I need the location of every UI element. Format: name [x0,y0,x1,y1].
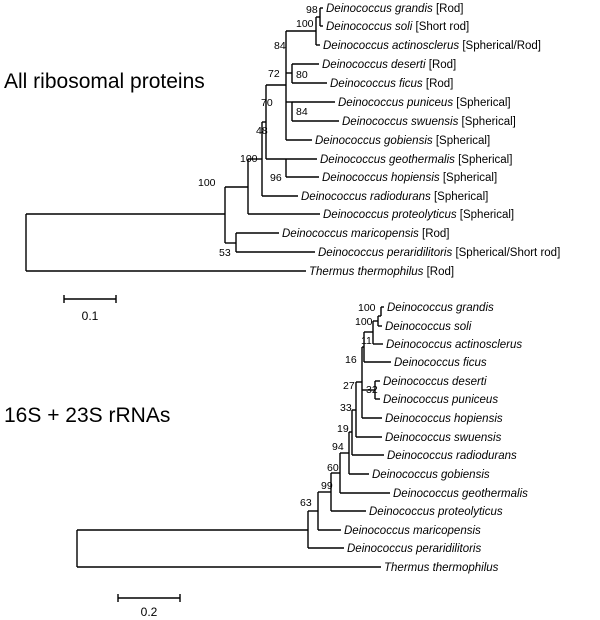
scale-bar-label: 0.1 [82,309,99,323]
taxon-label: Deinococcus actinosclerus [Spherical/Rod… [323,40,541,52]
taxon-label: Thermus thermophilus [384,562,499,574]
taxon-label: Deinococcus deserti [Rod] [322,59,456,71]
bootstrap-values-ribosomal: 98 100 84 80 72 84 70 48 96 100 100 53 [198,4,318,259]
bootstrap-value: 100 [355,316,373,328]
taxon-label: Deinococcus radiodurans [Spherical] [301,191,488,203]
taxon-label: Deinococcus swuensis [Spherical] [342,116,516,128]
bootstrap-value: 60 [327,462,339,474]
bootstrap-value: 96 [270,172,282,184]
tree-ribosomal-proteins: All ribosomal proteins [4,3,560,323]
taxon-label: Deinococcus ficus [394,357,487,369]
taxon-label: Deinococcus peraridilitoris [Spherical/S… [318,247,560,259]
taxon-label: Deinococcus peraridilitoris [347,543,481,555]
taxon-label: Deinococcus gobiensis [372,469,490,481]
bootstrap-value: 94 [332,441,344,453]
panel-title-ribosomal: All ribosomal proteins [4,70,205,93]
taxon-label: Deinococcus grandis [387,302,494,314]
taxon-label: Deinococcus hopiensis [Spherical] [322,172,497,184]
bootstrap-value: 16 [345,354,357,366]
scale-bar-rrna: 0.2 [117,594,181,619]
tree-rrna: 16S + 23S rRNAs [4,302,528,619]
bootstrap-value: 100 [296,18,314,30]
bootstrap-value: 32 [366,384,378,396]
bootstrap-value: 100 [358,302,376,314]
taxon-label: Deinococcus gobiensis [Spherical] [315,135,490,147]
tree-branches-ribosomal [25,7,339,272]
bootstrap-value: 100 [198,177,216,189]
taxon-label: Deinococcus swuensis [385,432,502,444]
taxon-label: Deinococcus grandis [Rod] [326,3,463,15]
bootstrap-value: 80 [296,69,308,81]
bootstrap-value: 48 [256,125,268,137]
bootstrap-value: 53 [219,247,231,259]
taxon-label: Deinococcus puniceus [383,394,498,406]
taxon-label: Deinococcus soli [385,321,472,333]
taxon-label: Deinococcus maricopensis [Rod] [282,228,450,240]
bootstrap-value: 27 [343,380,355,392]
taxon-label: Deinococcus puniceus [Spherical] [338,97,511,109]
bootstrap-value: 100 [240,153,258,165]
taxon-labels-rrna: Deinococcus grandis Deinococcus soli Dei… [344,302,528,574]
bootstrap-value: 70 [261,97,273,109]
bootstrap-value: 33 [340,402,352,414]
taxon-label: Deinococcus ficus [Rod] [330,78,453,90]
taxon-label: Deinococcus geothermalis [Spherical] [320,154,512,166]
bootstrap-value: 99 [321,480,333,492]
scale-bar-ribosomal: 0.1 [63,295,117,323]
panel-title-rrna: 16S + 23S rRNAs [4,404,170,427]
scale-bar-label: 0.2 [141,605,158,619]
taxon-label: Deinococcus soli [Short rod] [326,21,469,33]
bootstrap-values-rrna: 100 100 11 16 27 32 33 19 94 60 99 63 [300,302,378,509]
bootstrap-value: 19 [337,423,349,435]
taxon-label: Deinococcus hopiensis [385,413,503,425]
bootstrap-value: 84 [296,106,308,118]
taxon-labels-ribosomal: Deinococcus grandis [Rod] Deinococcus so… [282,3,560,278]
taxon-label: Deinococcus radiodurans [387,450,517,462]
bootstrap-value: 11 [361,335,372,347]
taxon-label: Deinococcus deserti [383,376,487,388]
bootstrap-value: 98 [306,4,318,16]
tree-branches-rrna [76,306,391,568]
taxon-label: Deinococcus maricopensis [344,525,481,537]
taxon-label: Thermus thermophilus [Rod] [309,266,454,278]
bootstrap-value: 84 [274,40,286,52]
bootstrap-value: 72 [268,68,280,80]
taxon-label: Deinococcus proteolyticus [Spherical] [323,209,514,221]
taxon-label: Deinococcus proteolyticus [369,506,503,518]
bootstrap-value: 63 [300,497,312,509]
taxon-label: Deinococcus geothermalis [393,488,528,500]
taxon-label: Deinococcus actinosclerus [386,339,522,351]
